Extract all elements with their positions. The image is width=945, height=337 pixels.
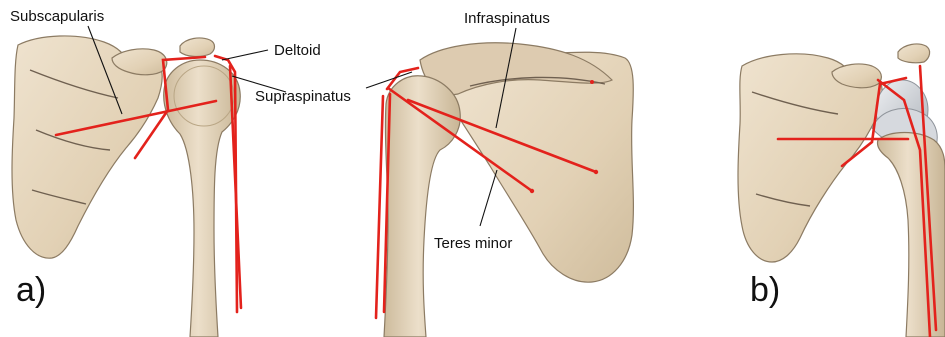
supraspinatus-label: Supraspinatus [255,88,351,105]
acromion [180,38,215,56]
humerus-anterior [164,60,241,337]
panel-label-a: a) [16,271,46,309]
label-deltoid-group: Deltoid [222,42,321,60]
teres-minor-leader [480,170,497,226]
subscapularis-label: Subscapularis [10,8,104,25]
supraspinatus-posterior-line [376,96,383,318]
infraspinatus-label: Infraspinatus [464,10,550,27]
deltoid-leader [222,50,268,60]
panel-a-anterior-view [12,36,241,337]
panel-label-b: b) [750,271,780,309]
teres-minor-label: Teres minor [434,235,512,252]
teres-minor-origin-point [530,189,534,193]
label-supraspinatus-group: Supraspinatus [232,72,412,105]
deltoid-label: Deltoid [274,42,321,59]
infraspinatus-origin-point [594,170,598,174]
